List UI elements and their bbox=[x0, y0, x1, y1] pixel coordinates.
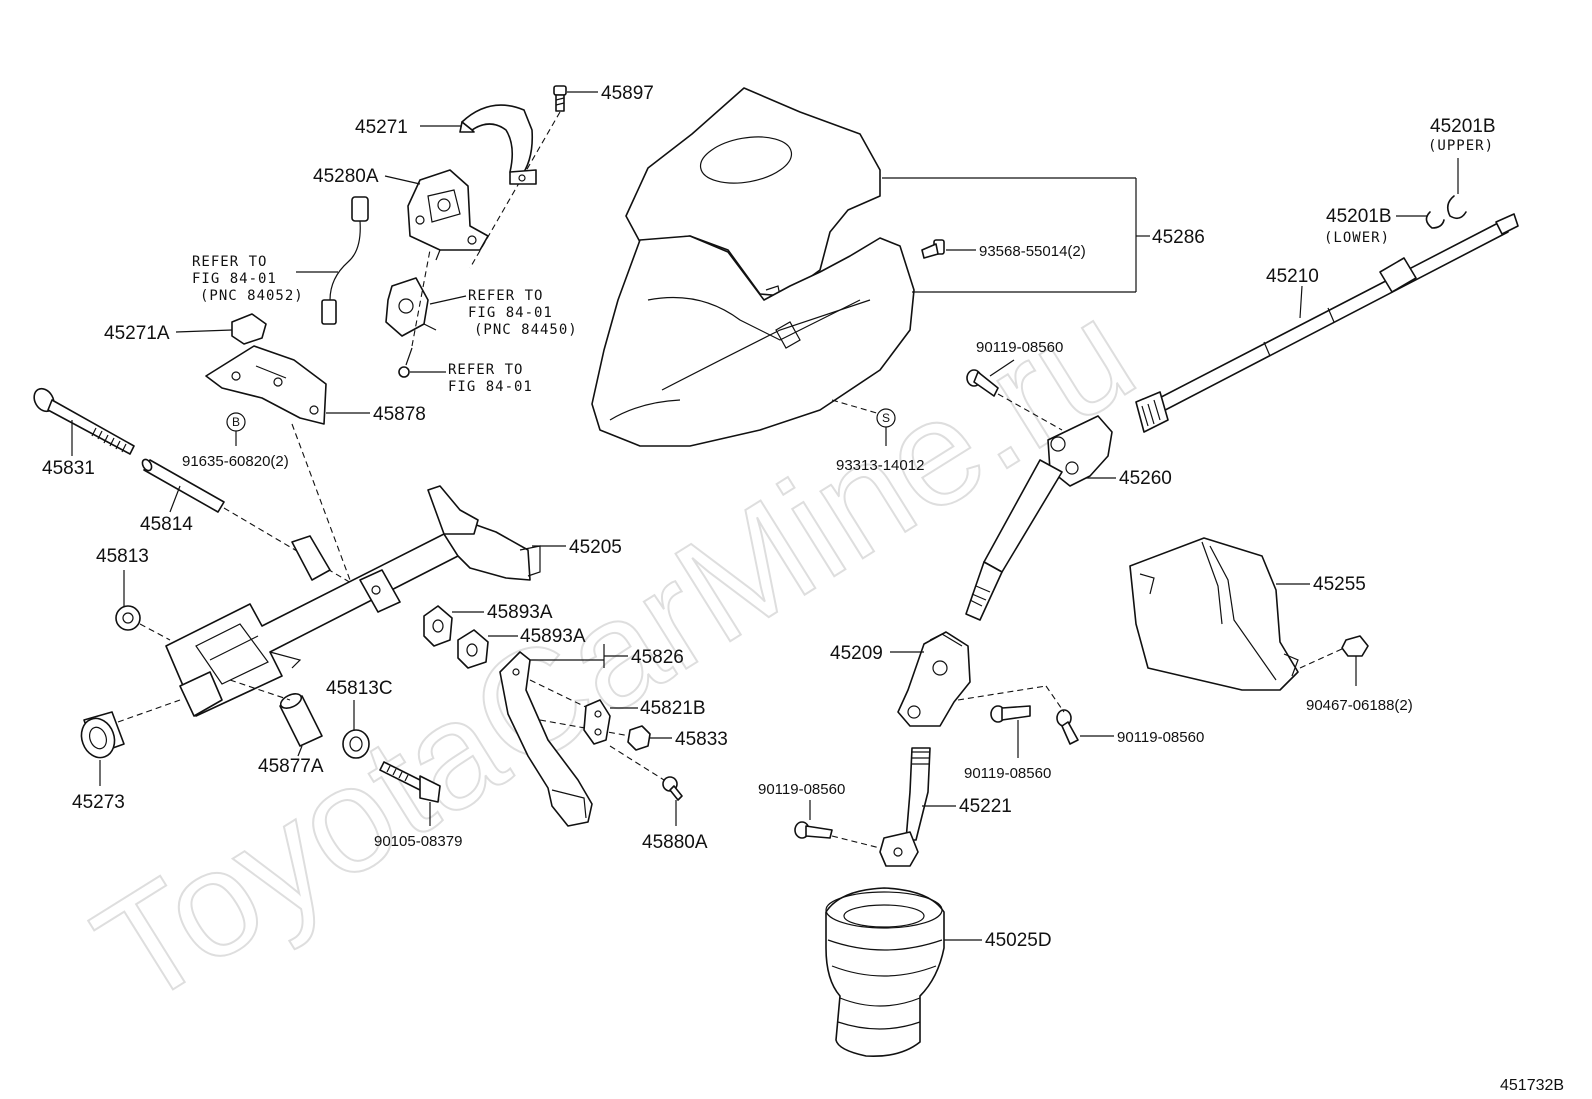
bolt-90105 bbox=[379, 761, 441, 803]
housing-45280A bbox=[407, 169, 489, 261]
svg-text:B: B bbox=[232, 415, 240, 429]
svg-text:S: S bbox=[882, 411, 890, 425]
label-45260: 45260 bbox=[1119, 468, 1172, 489]
label-45271: 45271 bbox=[355, 117, 408, 138]
refer-note-2-line2: FIG 84-01 bbox=[468, 305, 553, 321]
screw-refer bbox=[398, 347, 413, 378]
label-90105: 90105-08379 bbox=[374, 833, 462, 850]
symbol-b: B bbox=[226, 412, 246, 432]
label-45821B: 45821B bbox=[640, 698, 706, 719]
column-cover-upper bbox=[625, 87, 881, 297]
ring-45813C bbox=[342, 729, 370, 759]
label-90119-a: 90119-08560 bbox=[976, 339, 1063, 356]
pin-45814 bbox=[141, 458, 225, 513]
label-45878: 45878 bbox=[373, 404, 426, 425]
label-45831: 45831 bbox=[42, 458, 95, 479]
lower-shaft-45221 bbox=[879, 747, 931, 867]
bolt-90119-a bbox=[966, 369, 999, 397]
label-45813: 45813 bbox=[96, 546, 149, 567]
refer-note-3-line1: REFER TO bbox=[448, 362, 523, 378]
bolt-45880A bbox=[662, 776, 683, 801]
label-lower: (LOWER) bbox=[1324, 230, 1390, 246]
boot-45025D bbox=[825, 887, 945, 1058]
sleeve-45877A bbox=[279, 693, 323, 747]
ujoint-45260 bbox=[965, 415, 1113, 621]
lock-cylinder bbox=[385, 277, 437, 337]
bracket-45878 bbox=[205, 345, 327, 425]
cover-45255 bbox=[1129, 537, 1299, 691]
bushing-45273 bbox=[80, 711, 125, 759]
label-90119-d: 90119-08560 bbox=[758, 781, 845, 798]
bolt-90119-c bbox=[1056, 709, 1079, 745]
clip-90467 bbox=[1341, 635, 1369, 657]
ujoint-45209 bbox=[897, 631, 971, 727]
label-upper: (UPPER) bbox=[1428, 138, 1494, 154]
tilt-lever bbox=[499, 651, 593, 827]
refer-note-1-line2: FIG 84-01 bbox=[192, 271, 277, 287]
label-90467: 90467-06188(2) bbox=[1306, 697, 1413, 714]
clip-45271A bbox=[231, 313, 267, 345]
label-45025D: 45025D bbox=[985, 930, 1052, 951]
label-45897: 45897 bbox=[601, 83, 654, 104]
refer-note-3-line2: FIG 84-01 bbox=[448, 379, 533, 395]
label-45271A: 45271A bbox=[104, 323, 170, 344]
bolt-90119-b bbox=[990, 705, 1031, 723]
label-45826: 45826 bbox=[631, 647, 684, 668]
bolt-45831 bbox=[33, 387, 135, 455]
label-45209: 45209 bbox=[830, 643, 883, 664]
refer-note-1-line3: (PNC 84052) bbox=[200, 288, 304, 304]
label-45813C: 45813C bbox=[326, 678, 393, 699]
label-45255: 45255 bbox=[1313, 574, 1366, 595]
label-45201B-lower: 45201B bbox=[1326, 206, 1392, 227]
label-91635: 91635-60820(2) bbox=[182, 453, 289, 470]
label-45833: 45833 bbox=[675, 729, 728, 750]
label-45273: 45273 bbox=[72, 792, 125, 813]
bolt-90119-d bbox=[794, 821, 833, 839]
label-45221: 45221 bbox=[959, 796, 1012, 817]
column-cover-lower bbox=[591, 235, 915, 447]
label-45286: 45286 bbox=[1152, 227, 1205, 248]
label-45893A-2: 45893A bbox=[520, 626, 586, 647]
column-tube-45205 bbox=[165, 485, 541, 717]
refer-note-2-line3: (PNC 84450) bbox=[474, 322, 578, 338]
label-93568: 93568-55014(2) bbox=[979, 243, 1086, 260]
label-45893A-1: 45893A bbox=[487, 602, 553, 623]
screw-93568 bbox=[921, 239, 945, 259]
label-90119-b: 90119-08560 bbox=[964, 765, 1051, 782]
screw-45897 bbox=[553, 85, 567, 112]
spacer-45893A-1 bbox=[423, 605, 453, 647]
nut-45833 bbox=[627, 725, 651, 751]
snap-ring-lower bbox=[1425, 211, 1445, 229]
label-45210: 45210 bbox=[1266, 266, 1319, 287]
refer-note-1-line1: REFER TO bbox=[192, 254, 267, 270]
label-45880A: 45880A bbox=[642, 832, 708, 853]
wire-connector bbox=[321, 196, 369, 325]
figure-id: 451732B bbox=[1500, 1077, 1564, 1094]
label-45205: 45205 bbox=[569, 537, 622, 558]
washer-45821B bbox=[583, 699, 611, 745]
bracket-45271 bbox=[459, 104, 537, 185]
snap-ring-upper bbox=[1446, 195, 1467, 220]
refer-note-2-line1: REFER TO bbox=[468, 288, 543, 304]
label-45814: 45814 bbox=[140, 514, 193, 535]
bush-45813 bbox=[115, 605, 141, 631]
label-45280A: 45280A bbox=[313, 166, 379, 187]
label-90119-c: 90119-08560 bbox=[1117, 729, 1204, 746]
spacer-45893A-2 bbox=[457, 629, 489, 669]
label-93313: 93313-14012 bbox=[836, 457, 924, 474]
label-45201B-upper: 45201B bbox=[1430, 116, 1496, 137]
label-45877A: 45877A bbox=[258, 756, 324, 777]
main-shaft-45210 bbox=[1135, 213, 1519, 433]
